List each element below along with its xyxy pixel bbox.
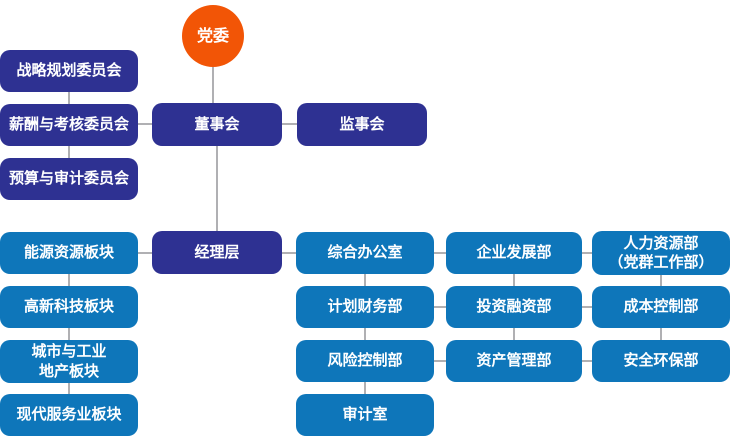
dept-label: 资产管理部 xyxy=(476,351,552,370)
committee-strategic-planning: 战略规划委员会 xyxy=(0,50,138,92)
dept-safety-environment: 安全环保部 xyxy=(592,340,730,382)
dept-label: 审计室 xyxy=(342,405,388,424)
connector-line xyxy=(513,274,515,286)
dept-risk-control: 风险控制部 xyxy=(296,340,434,382)
dept-asset-management: 资产管理部 xyxy=(446,340,582,382)
connector-line xyxy=(582,306,592,308)
connector-line xyxy=(216,146,218,231)
segment-label: 能源资源板块 xyxy=(23,243,114,262)
connector-line xyxy=(282,123,297,125)
connector-line xyxy=(434,306,446,308)
dept-label: 风险控制部 xyxy=(327,351,403,370)
connector-line xyxy=(434,360,446,362)
dept-label: 安全环保部 xyxy=(623,351,699,370)
connector-line xyxy=(660,274,662,286)
segment-energy-resources: 能源资源板块 xyxy=(0,232,138,274)
board-of-directors-node: 董事会 xyxy=(152,103,282,146)
committee-compensation-assessment: 薪酬与考核委员会 xyxy=(0,104,138,146)
connector-line xyxy=(138,252,152,254)
connector-line xyxy=(513,328,515,340)
dept-label: 计划财务部 xyxy=(327,297,403,316)
connector-line xyxy=(582,360,592,362)
connector-line xyxy=(582,252,592,254)
connector-line xyxy=(68,92,70,104)
connector-line xyxy=(212,67,214,103)
connector-line xyxy=(364,382,366,394)
dept-planning-finance: 计划财务部 xyxy=(296,286,434,328)
committee-label: 薪酬与考核委员会 xyxy=(8,115,129,134)
connector-line xyxy=(68,146,70,158)
dept-label: 投资融资部 xyxy=(476,297,552,316)
segment-label: 高新科技板块 xyxy=(23,297,114,316)
party-committee-node: 党委 xyxy=(182,5,244,67)
segment-label-line1: 城市与工业 xyxy=(31,342,107,360)
segment-label: 现代服务业板块 xyxy=(16,405,122,424)
segment-high-tech: 高新科技板块 xyxy=(0,286,138,328)
dept-label-line1: 人力资源部 xyxy=(623,233,699,252)
dept-label: 成本控制部 xyxy=(623,297,699,316)
committee-label: 预算与审计委员会 xyxy=(8,169,129,188)
segment-label-line2: 地产板块 xyxy=(38,361,99,380)
committee-label: 战略规划委员会 xyxy=(16,61,122,80)
connector-line xyxy=(364,274,366,286)
connector-line xyxy=(68,328,70,340)
dept-label-line2: （党群工作部） xyxy=(608,253,714,271)
supervisory-board-label: 监事会 xyxy=(339,114,385,133)
dept-general-office: 综合办公室 xyxy=(296,232,434,274)
dept-enterprise-development: 企业发展部 xyxy=(446,232,582,274)
connector-line xyxy=(282,252,296,254)
dept-label: 综合办公室 xyxy=(327,243,403,262)
segment-urban-industrial-realestate: 城市与工业 地产板块 xyxy=(0,340,138,383)
connector-line xyxy=(434,252,446,254)
dept-audit-office: 审计室 xyxy=(296,394,434,436)
management-node: 经理层 xyxy=(152,231,282,274)
dept-human-resources: 人力资源部 （党群工作部） xyxy=(592,231,730,275)
board-label: 董事会 xyxy=(194,114,240,133)
dept-investment-financing: 投资融资部 xyxy=(446,286,582,328)
supervisory-board-node: 监事会 xyxy=(297,103,427,146)
connector-line xyxy=(364,328,366,340)
party-committee-label: 党委 xyxy=(196,25,229,45)
segment-modern-services: 现代服务业板块 xyxy=(0,394,138,436)
connector-line xyxy=(68,383,70,394)
management-label: 经理层 xyxy=(194,242,240,261)
dept-cost-control: 成本控制部 xyxy=(592,286,730,328)
dept-label: 企业发展部 xyxy=(476,243,552,262)
connector-line xyxy=(138,123,152,125)
connector-line xyxy=(68,274,70,286)
connector-line xyxy=(660,328,662,340)
committee-budget-audit: 预算与审计委员会 xyxy=(0,158,138,200)
